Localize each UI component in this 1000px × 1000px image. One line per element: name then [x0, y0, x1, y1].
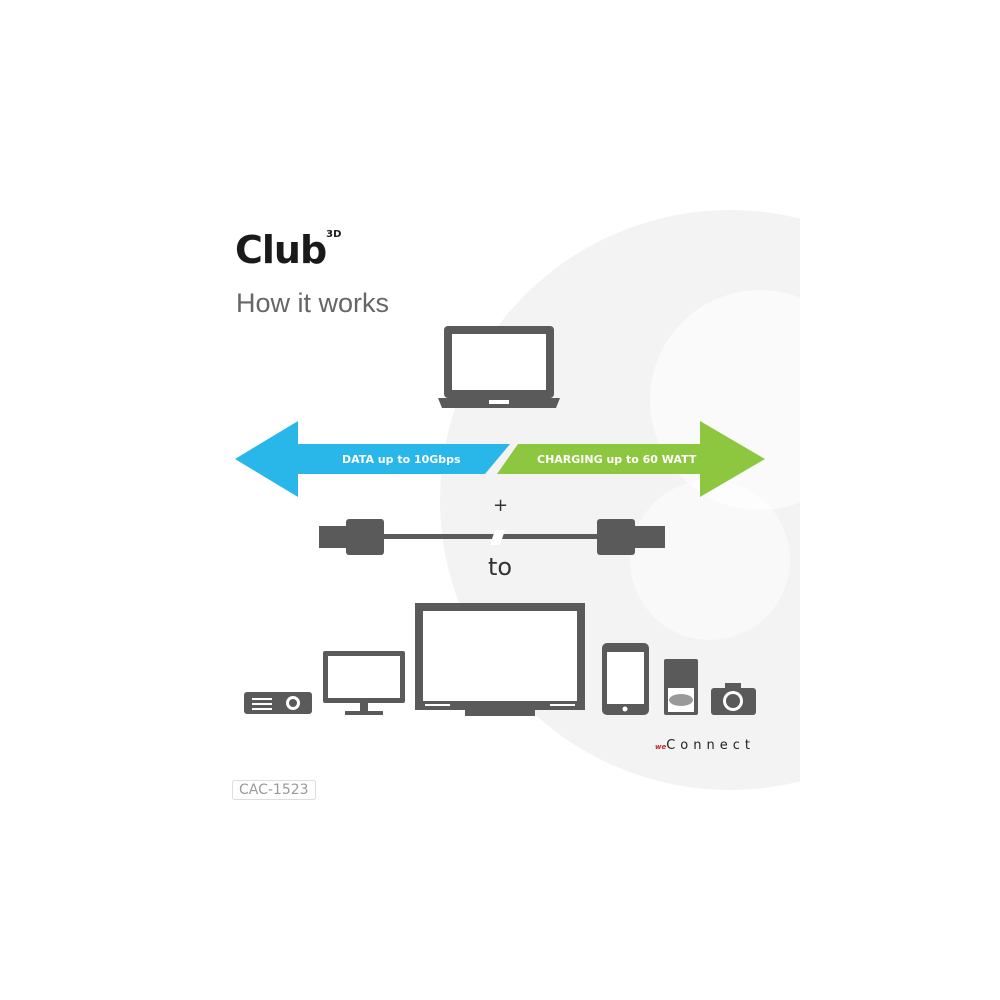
tablet-icon: [602, 643, 649, 715]
plus-sign: +: [493, 495, 509, 516]
tagline-prefix: we: [655, 743, 667, 751]
cable-icon: [319, 519, 665, 555]
projector-icon: [244, 692, 312, 714]
weconnect-logo: weConnect: [655, 738, 755, 753]
monitor-icon: [323, 651, 405, 715]
laptop-icon: [438, 326, 560, 408]
to-label: to: [488, 553, 513, 581]
brand-superscript: 3D: [326, 229, 342, 241]
tagline-text: Connect: [666, 738, 755, 753]
charging-arrow: [497, 421, 765, 497]
club3d-logo: Club3D: [235, 228, 341, 272]
camera-icon: [711, 683, 756, 715]
sku-badge: CAC-1523: [232, 780, 316, 800]
data-arrow: [235, 421, 510, 497]
disc-drive-icon: [664, 659, 698, 715]
data-label: DATA up to 10Gbps: [342, 453, 461, 466]
page-title: How it works: [236, 288, 390, 318]
tv-icon: [415, 603, 585, 716]
charging-label: CHARGING up to 60 WATT: [537, 453, 697, 466]
brand-name: Club: [235, 228, 327, 272]
